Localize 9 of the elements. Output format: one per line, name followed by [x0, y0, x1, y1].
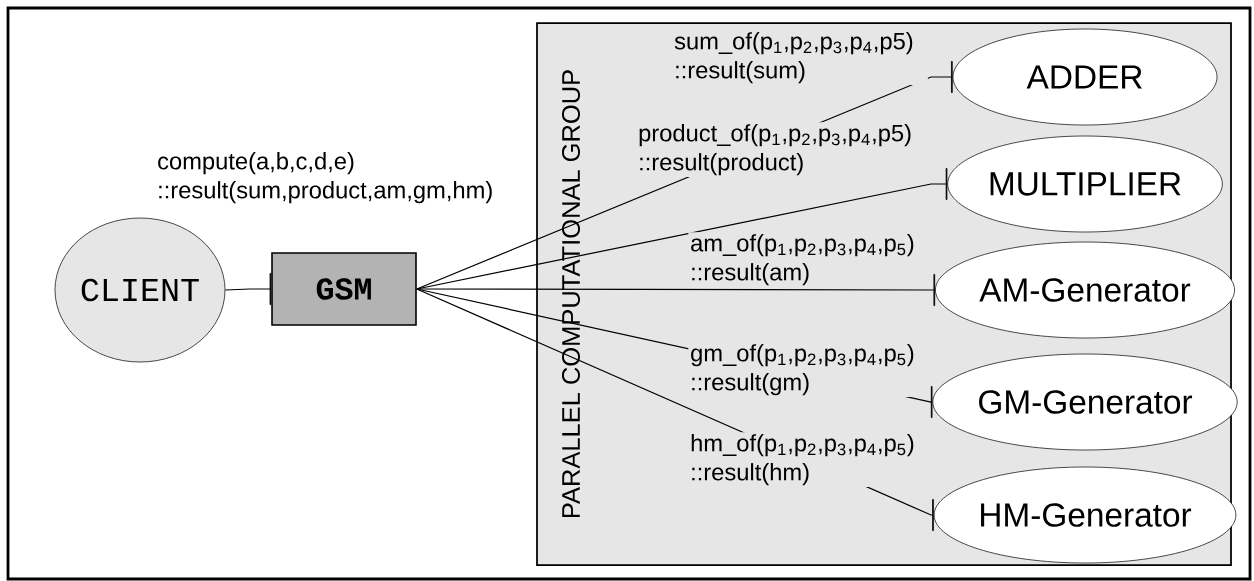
edge-label: hm_of(p$_{1}$,p$_{2}$,p$_{3}$,p$_{4}$,p$_{5}$) ::result(hm) — [688, 432, 928, 487]
edge-label: sum_of(p$_{1}$,p$_{2}$,p$_{3}$,p$_{4}$,p5) ::result(sum) — [672, 30, 928, 85]
edge-label: gm_of(p$_{1}$,p$_{2}$,p$_{3}$,p$_{4}$,p$_{5}$) ::result(gm) — [688, 342, 928, 397]
edge-label: am_of(p$_{1}$,p$_{2}$,p$_{3}$,p$_{4}$,p$_{5}$) ::result(am) — [688, 232, 929, 287]
connector — [224, 273, 272, 305]
edge-label: product_of(p$_{1}$,p$_{2}$,p$_{3}$,p$_{4}$,p5) ::result(product) — [636, 122, 925, 177]
edge-label: compute(a,b,c,d,e) ::result(sum,product,am,gm,hm) — [155, 150, 504, 205]
server-box: GSM — [271, 252, 417, 326]
group-heading: PARALLEL COMPUTATIONAL GROUP — [561, 70, 581, 518]
